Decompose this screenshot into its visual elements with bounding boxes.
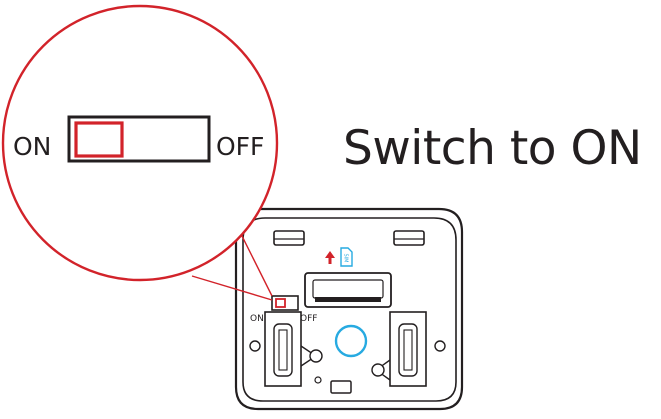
sim-card-icon: SIM — [340, 247, 353, 267]
zoomed-power-switch[interactable] — [67, 115, 211, 163]
zoom-off-label: OFF — [216, 132, 264, 161]
zoom-on-label: ON — [13, 132, 51, 161]
led-indicator-icon — [334, 324, 368, 358]
screw-hole — [434, 340, 446, 352]
device-on-label: ON — [250, 314, 264, 324]
magnifier-circle: ON OFF — [1, 4, 279, 282]
device-back-panel: SIM ON OFF — [234, 207, 464, 411]
bottom-clip — [330, 380, 352, 394]
callout-lines — [191, 225, 273, 301]
device-power-switch[interactable] — [271, 295, 299, 311]
device-off-label: OFF — [300, 314, 317, 324]
left-compartment — [264, 311, 323, 387]
instruction-title: Switch to ON — [343, 121, 642, 176]
right-compartment — [371, 311, 427, 387]
top-clip-left — [273, 230, 305, 246]
sim-card-slot — [304, 272, 392, 308]
sim-icon-text: SIM — [343, 254, 349, 263]
top-clip-right — [393, 230, 425, 246]
screw-hole — [249, 340, 261, 352]
screw-hole — [314, 376, 322, 384]
arrow-up-icon — [325, 251, 335, 264]
